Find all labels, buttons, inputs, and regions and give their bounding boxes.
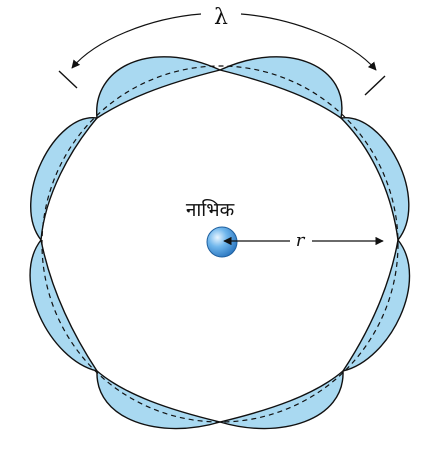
orbit-circle xyxy=(41,65,399,423)
wavelength-label: λ xyxy=(214,5,228,30)
wave-lobe xyxy=(96,56,221,119)
wavelength-indicator: λ xyxy=(58,5,386,96)
nucleus-label: नाभिक xyxy=(186,198,235,221)
wave-lobe xyxy=(96,370,221,430)
wavelength-arc-left xyxy=(71,13,202,69)
wavelength-tick-right xyxy=(364,75,386,96)
wave-lobe xyxy=(30,117,98,241)
nucleus-sphere xyxy=(206,226,238,258)
wave-lobe xyxy=(340,117,410,241)
nucleus: नाभिक xyxy=(186,198,238,258)
radius-label: r xyxy=(296,230,306,251)
wave-lobe xyxy=(29,239,98,372)
wave-lobe xyxy=(342,239,411,372)
wavelength-arc-right xyxy=(240,13,377,71)
wave-lobe xyxy=(219,370,344,430)
radius-indicator: r xyxy=(223,230,384,251)
wave-lobe xyxy=(219,56,343,119)
wavelength-tick-left xyxy=(58,70,78,89)
standing-wave-lobes xyxy=(29,56,411,430)
